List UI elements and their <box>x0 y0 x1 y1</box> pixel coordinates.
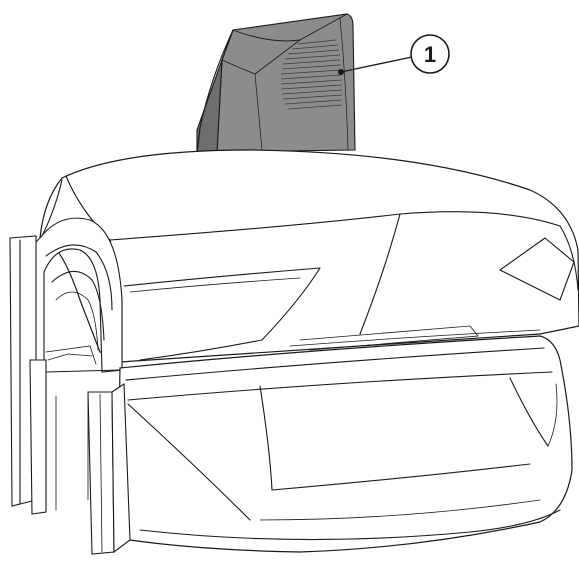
base-contour-1 <box>127 403 251 521</box>
canopy-end-vent <box>499 237 575 301</box>
opening-lower-rim <box>45 369 121 373</box>
opening-floor-plate <box>47 353 93 361</box>
plinth-side <box>111 382 131 554</box>
canopy-panel-inner <box>129 277 301 293</box>
callout-1-circle <box>410 34 450 74</box>
callout-1: 1 <box>338 34 450 75</box>
tower-face <box>216 13 356 153</box>
tower-front-bevel <box>221 39 301 75</box>
opening-floor-left <box>45 345 97 365</box>
canopy-shoulder <box>109 211 561 241</box>
base-bottom-rim <box>139 509 561 541</box>
base-unit <box>119 335 573 553</box>
arch-inner-3 <box>55 291 99 351</box>
canopy-panel <box>123 267 321 361</box>
canopy-crease <box>359 213 401 335</box>
callout-1-dot <box>338 69 344 75</box>
base-top-bevel <box>125 347 545 381</box>
callout-1-number: 1 <box>424 42 436 67</box>
base-contour-6 <box>259 499 541 521</box>
base-upper-band <box>127 371 553 401</box>
ventilation-tower <box>196 13 356 155</box>
arch-inner-1 <box>45 244 113 311</box>
arch-outer <box>27 217 123 373</box>
canopy-front-ridge <box>41 179 63 237</box>
base-contour-4 <box>509 377 549 447</box>
tower-side-edge <box>196 29 234 155</box>
tower-right-edge <box>339 17 349 151</box>
left-side-panels <box>9 235 47 515</box>
base-contour-3 <box>271 463 531 491</box>
base-outline <box>119 335 573 553</box>
base-contour-2 <box>259 385 273 491</box>
plinth-edge <box>99 393 103 553</box>
canopy-end-cap <box>559 225 579 291</box>
arch-inner-2 <box>51 270 105 341</box>
tower-lower-fold <box>254 73 263 151</box>
front-plinth <box>87 382 131 555</box>
canopy-handle <box>299 325 479 351</box>
left-panel-front <box>29 359 47 515</box>
base-contour-5 <box>547 383 558 447</box>
canopy-front-arch <box>27 217 123 373</box>
tower-grille <box>280 39 343 110</box>
callout-1-leader <box>340 56 413 73</box>
canopy <box>39 149 579 367</box>
canopy-lower-lip <box>289 329 541 347</box>
